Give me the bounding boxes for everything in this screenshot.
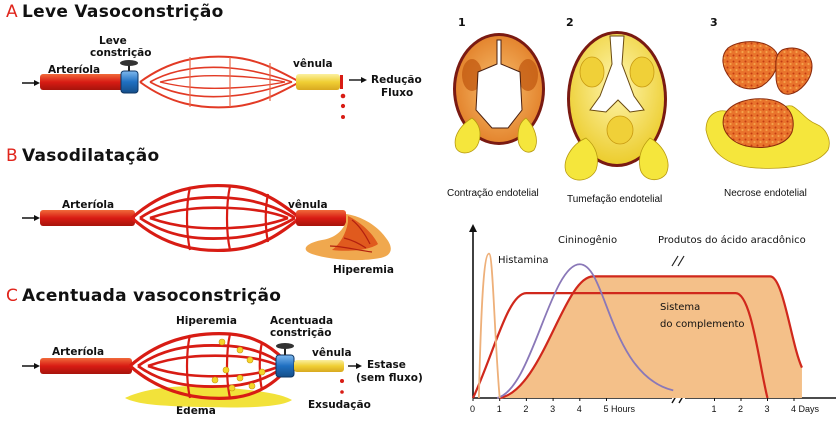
label-hyperemia-b: Hiperemia xyxy=(333,264,394,276)
arrow-in-b xyxy=(22,215,40,221)
section-a: A Leve Vasoconstrição Leve constrição Ar… xyxy=(6,2,422,119)
label-marked-1: Acentuada xyxy=(270,315,333,327)
chart-marks xyxy=(473,254,802,398)
arteriole-b xyxy=(40,210,135,226)
label-arteriole-b: Arteríola xyxy=(62,199,114,211)
series-label-complement-1: Sistema xyxy=(660,302,700,313)
section-b: B Vasodilatação Arteríola vênula Hiperem… xyxy=(6,146,394,276)
drops-a xyxy=(341,94,346,119)
x-tick-label-day: 2 xyxy=(738,404,743,414)
valve-a xyxy=(120,60,138,93)
panel-number-1: 1 xyxy=(458,16,466,29)
label-marked-2: constrição xyxy=(270,327,331,339)
label-venule-c: vênula xyxy=(312,347,352,359)
label-exudation: Exsudação xyxy=(308,399,371,411)
leak-drop-1a xyxy=(455,118,480,153)
curve-break xyxy=(672,256,684,266)
section-a-title: Leve Vasoconstrição xyxy=(22,2,224,22)
endothelial-panels: 1 Contração endotelial 2 Tumefação endot… xyxy=(447,16,829,205)
x-tick-label-hour: 5 Hours xyxy=(604,404,636,414)
panel-caption-1: Contração endotelial xyxy=(447,188,539,199)
series-label-complement-2: do complemento xyxy=(660,319,745,330)
valve-c xyxy=(276,343,294,377)
section-c: C Acentuada vasoconstrição Hiperemia Ace… xyxy=(6,286,423,417)
capillary-bed-a xyxy=(140,57,300,108)
panel-caption-2: Tumefação endotelial xyxy=(567,194,662,205)
section-c-letter: C xyxy=(6,286,18,306)
x-tick-label-hour: 0 xyxy=(470,404,475,414)
panel-necrosis: 3 Necrose endotelial xyxy=(706,16,829,199)
label-mild-1: Leve xyxy=(99,35,127,47)
x-tick-label-day: 1 xyxy=(712,404,717,414)
label-hyperemia-c: Hiperemia xyxy=(176,315,237,327)
x-tick-label-hour: 1 xyxy=(497,404,502,414)
x-tick-label-hour: 4 xyxy=(577,404,582,414)
panel-contraction: 1 Contração endotelial xyxy=(447,16,545,199)
arrow-out-a xyxy=(349,77,367,83)
series-label-histamine: Histamina xyxy=(498,255,549,266)
x-ticks: 0 1 2 3 4 5 Hours 1 2 3 4 Days xyxy=(470,398,820,414)
section-c-title: Acentuada vasoconstrição xyxy=(22,286,281,306)
panel-caption-3: Necrose endotelial xyxy=(724,188,807,199)
label-stasis-2: (sem fluxo) xyxy=(356,372,423,384)
label-mild-2: constrição xyxy=(90,47,151,59)
arrow-in-a xyxy=(22,80,40,86)
arteriole-a xyxy=(40,74,125,90)
necrotic-cell-3a xyxy=(723,42,778,89)
section-a-letter: A xyxy=(6,2,18,22)
label-venule-a: vênula xyxy=(293,58,333,70)
x-tick-label-day: 3 xyxy=(765,404,770,414)
venule-c xyxy=(294,360,344,372)
label-arteriole-c: Arteríola xyxy=(52,346,104,358)
panel-number-2: 2 xyxy=(566,16,574,29)
necrotic-cell-3c xyxy=(723,99,793,148)
panel-number-3: 3 xyxy=(710,16,718,29)
arteriole-c xyxy=(40,358,132,374)
capillary-bed-b xyxy=(132,186,300,251)
label-stasis-1: Estase xyxy=(367,359,406,371)
section-b-title: Vasodilatação xyxy=(22,146,160,166)
x-tick-label-day: 4 Days xyxy=(791,404,820,414)
section-b-letter: B xyxy=(6,146,18,166)
arrow-in-c xyxy=(22,363,40,369)
panel-swelling: 2 Tumefação endotelial xyxy=(565,16,668,205)
x-tick-label-hour: 2 xyxy=(523,404,528,414)
venule-a xyxy=(296,74,340,90)
venule-b xyxy=(296,210,346,226)
arrow-out-c xyxy=(348,363,362,369)
label-venule-b: vênula xyxy=(288,199,328,211)
label-flow-a-2: Fluxo xyxy=(381,87,413,99)
y-axis-arrow xyxy=(469,224,477,232)
series-label-kinin: Cininogênio xyxy=(558,234,617,246)
label-flow-a-1: Redução xyxy=(371,74,422,86)
series-label-arachidonic: Produtos do ácido aracdônico xyxy=(658,234,806,246)
necrotic-cell-3b xyxy=(776,48,812,94)
time-course-chart: 0 1 2 3 4 5 Hours 1 2 3 4 Days Histamina Cininogê… xyxy=(469,224,836,414)
x-tick-label-hour: 3 xyxy=(550,404,555,414)
drops-c xyxy=(340,379,344,394)
